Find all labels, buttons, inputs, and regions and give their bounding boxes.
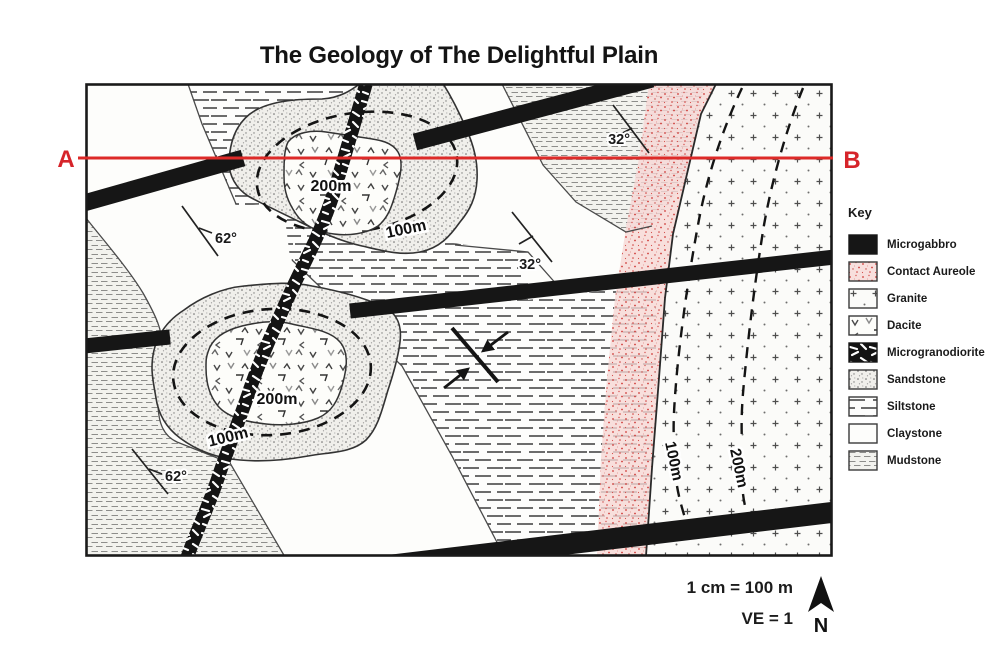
- legend-item-granite: Granite: [848, 285, 998, 312]
- map-title: The Geology of The Delightful Plain: [259, 42, 659, 69]
- north-arrow: N: [808, 576, 834, 637]
- legend-label: Microgranodiorite: [887, 346, 985, 359]
- map-frame: [85, 83, 833, 557]
- legend-label: Microgabbro: [887, 238, 957, 251]
- legend-swatch-granite: [848, 288, 878, 309]
- dip-label-upper-left: 62°: [215, 231, 237, 247]
- legend-swatch-microgabbro: [848, 234, 878, 255]
- legend-label: Dacite: [887, 319, 922, 332]
- north-label: N: [814, 615, 828, 637]
- legend-panel: Key Microgabbro Contact Aureole Granite: [848, 205, 998, 474]
- dip-labels: 62° 62° 32° 32°: [163, 130, 632, 487]
- legend-item-siltstone: Siltstone: [848, 393, 998, 420]
- scale-block: 1 cm = 100 m VE = 1: [600, 577, 805, 630]
- legend-label: Contact Aureole: [887, 265, 976, 278]
- granite-contact-line: [645, 84, 717, 556]
- dip-label-middle: 32°: [519, 257, 541, 273]
- legend-label: Granite: [887, 292, 928, 305]
- legend-swatch-microgranodiorite: [848, 342, 878, 363]
- legend-item-dacite: Dacite: [848, 312, 998, 339]
- syncline-symbol: [443, 326, 509, 390]
- legend-item-mudstone: Mudstone: [848, 447, 998, 474]
- upper-200m-label: 200m: [311, 178, 352, 195]
- north-arrow-icon: [808, 576, 834, 612]
- legend-item-contact-aureole: Contact Aureole: [848, 258, 998, 285]
- legend-label: Siltstone: [887, 400, 936, 413]
- legend-label: Claystone: [887, 427, 942, 440]
- lower-200m-label: 200m: [257, 391, 298, 408]
- section-point-a: A: [57, 146, 74, 173]
- legend-item-microgabbro: Microgabbro: [848, 231, 998, 258]
- microgabbro-sills: [86, 84, 832, 556]
- legend-heading: Key: [848, 205, 872, 220]
- legend-swatch-contact-aureole: [848, 261, 878, 282]
- legend-item-microgranodiorite: Microgranodiorite: [848, 339, 998, 366]
- scale-ratio: 1 cm = 100 m: [686, 578, 793, 597]
- vertical-exaggeration: VE = 1: [741, 609, 793, 628]
- legend-label: Sandstone: [887, 373, 946, 386]
- legend-swatch-mudstone: [848, 450, 878, 471]
- legend-swatch-dacite: [848, 315, 878, 336]
- dip-label-lower-left: 62°: [165, 469, 187, 485]
- strike-dip-symbols: [131, 104, 650, 495]
- microgranodiorite-dike: [180, 84, 373, 556]
- region-granite: [646, 84, 832, 556]
- lower-intrusion-100m-contour: [171, 307, 373, 437]
- legend-swatch-claystone: [848, 423, 878, 444]
- section-point-b: B: [843, 147, 860, 174]
- legend-item-sandstone: Sandstone: [848, 366, 998, 393]
- legend-swatch-sandstone: [848, 369, 878, 390]
- upper-intrusion-100m-contour: [255, 110, 459, 234]
- legend-label: Mudstone: [887, 454, 942, 467]
- region-contact-aureole: [597, 84, 716, 556]
- legend-swatch-siltstone: [848, 396, 878, 417]
- dip-label-upper-right: 32°: [608, 132, 630, 148]
- legend-item-claystone: Claystone: [848, 420, 998, 447]
